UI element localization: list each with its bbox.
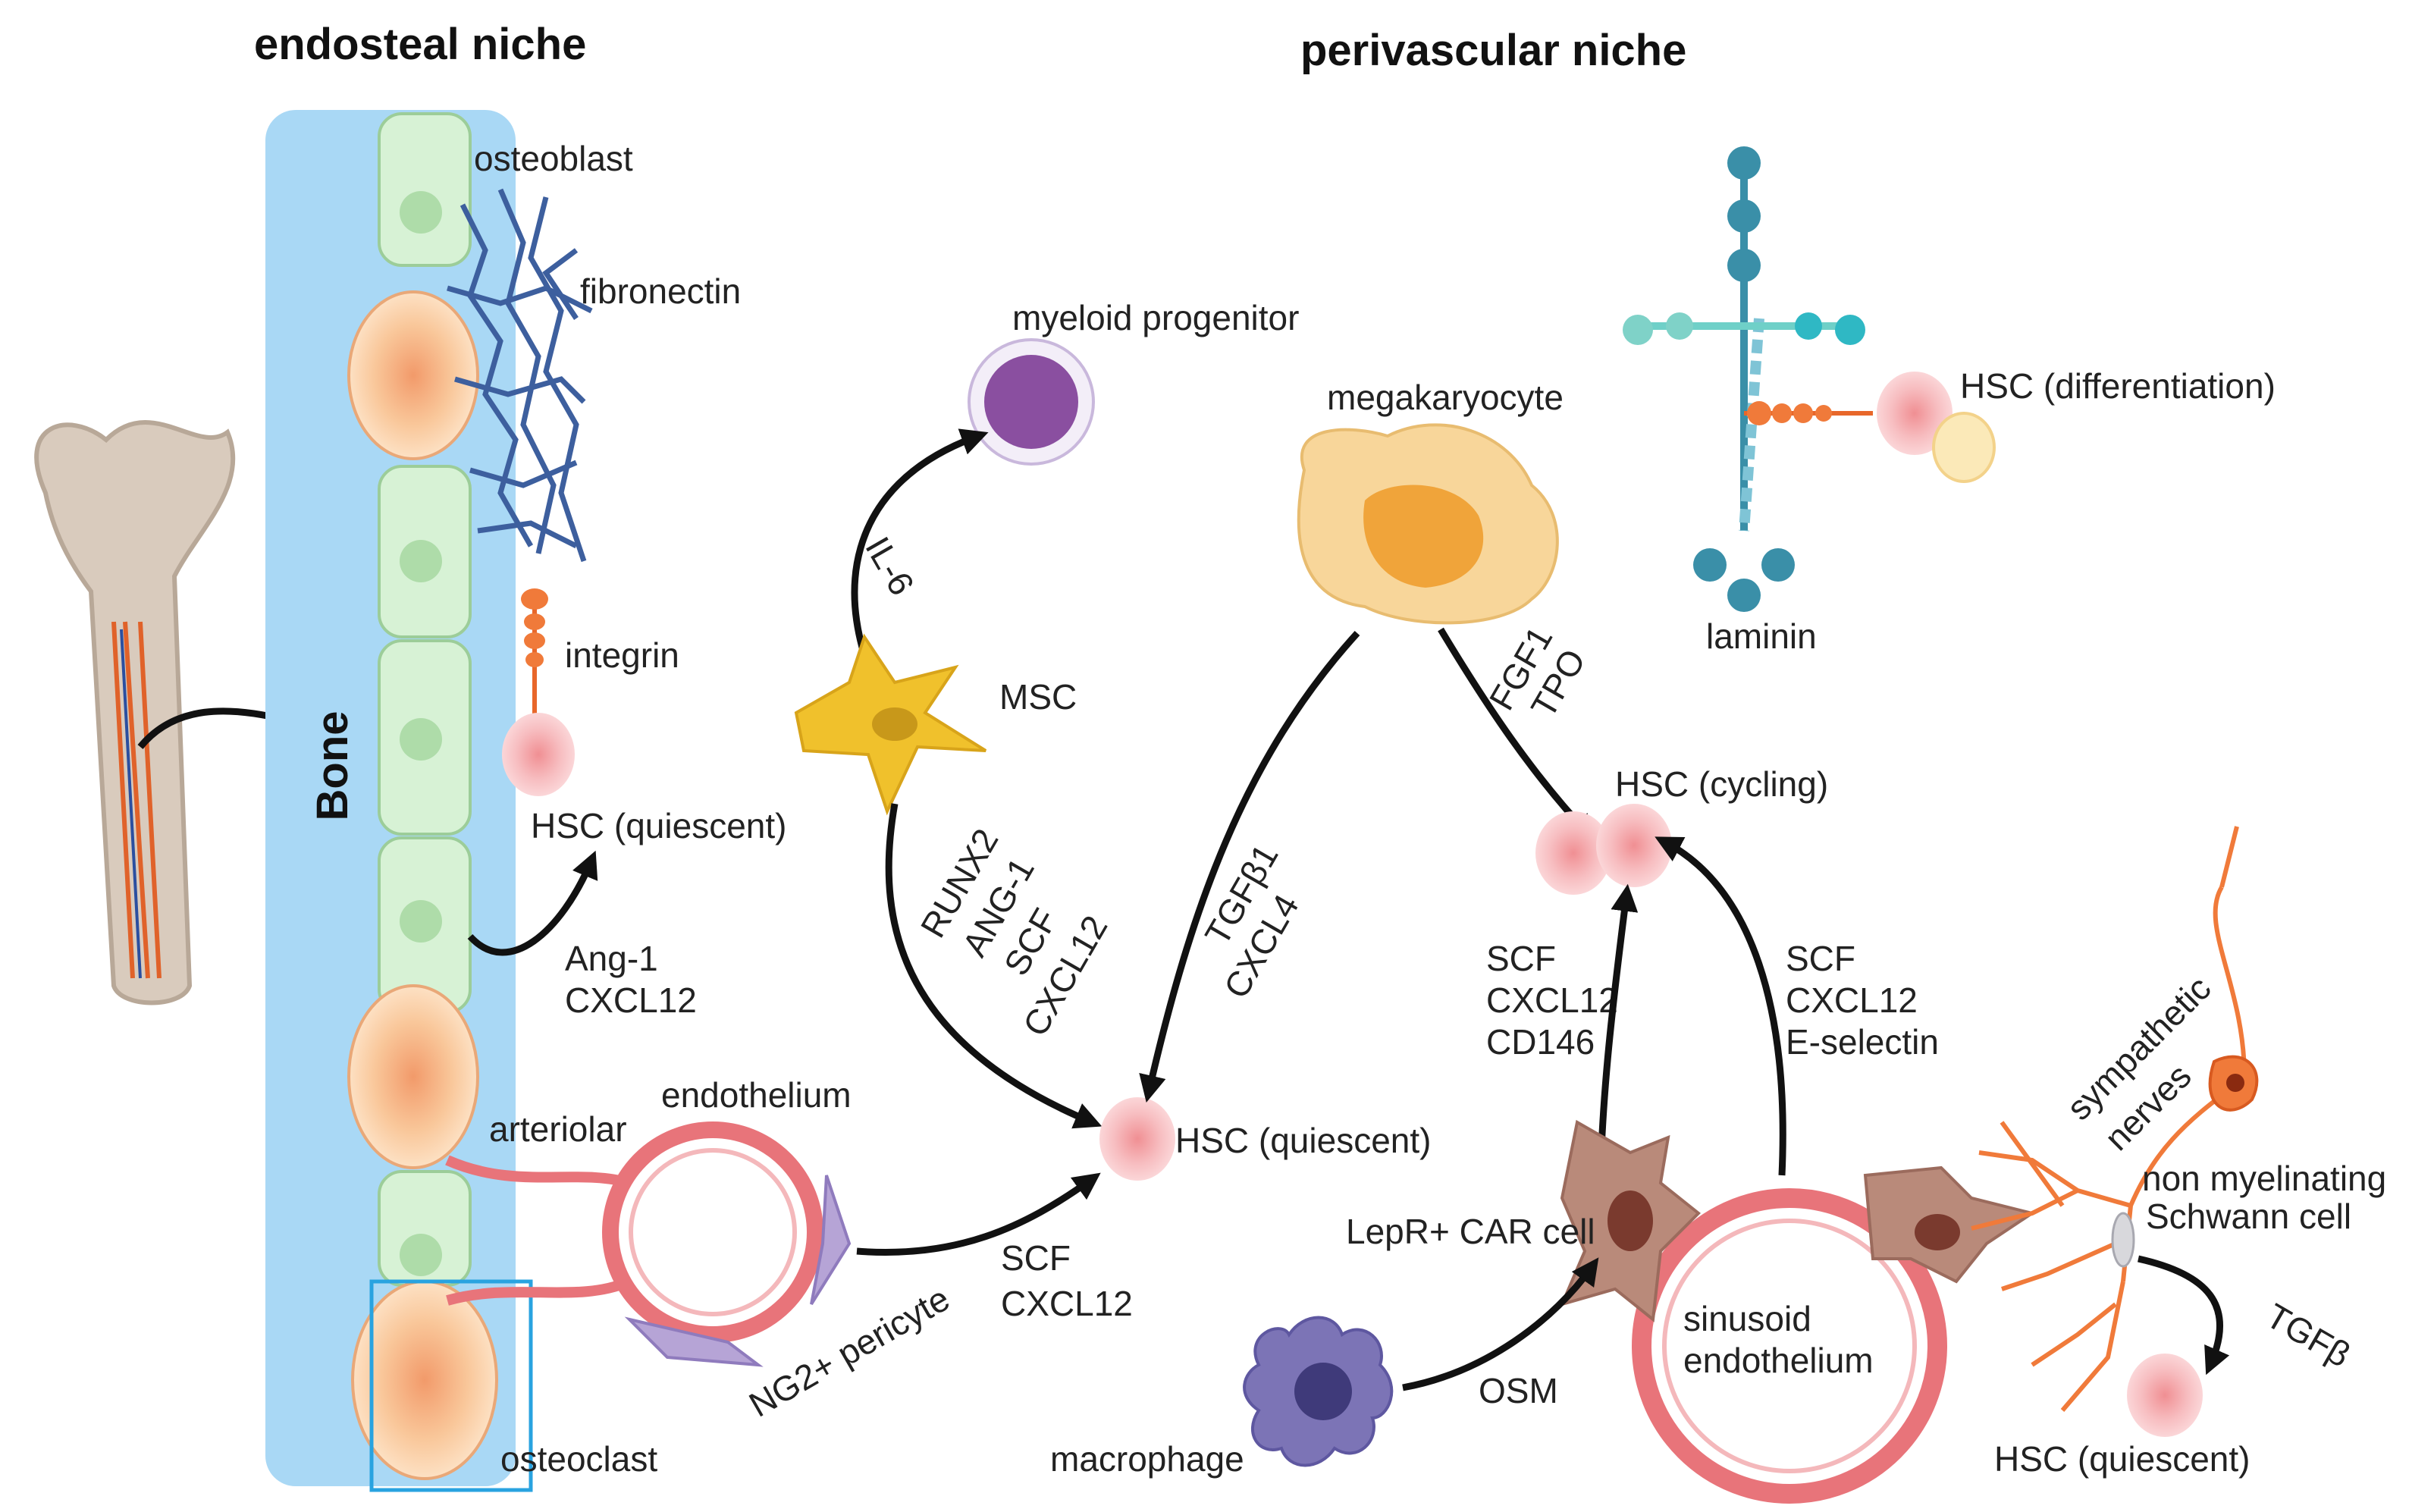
- megakaryocyte-nucleus: [1363, 485, 1484, 588]
- ang1-arrow: [467, 850, 598, 956]
- cxcl12-label-4: CXCL12: [1486, 980, 1618, 1020]
- sinusoid-endothelium-label: endothelium: [1683, 1341, 1874, 1380]
- hsc-quiescent-label-3: HSC (quiescent): [1994, 1439, 2250, 1479]
- macrophage-nucleus: [1294, 1363, 1352, 1420]
- arteriole-vessel: [445, 1121, 823, 1343]
- cxcl12-label-3: CXCL12: [1001, 1284, 1133, 1323]
- arteriolar-label: arteriolar: [489, 1109, 627, 1149]
- lepr-car-label: LepR+ CAR cell: [1346, 1212, 1595, 1251]
- hsc-differentiation-cell: [1877, 372, 1953, 455]
- bone-label: Bone: [308, 711, 357, 821]
- osteoclast-cell: [347, 290, 498, 1480]
- hsc-quiescent-label-2: HSC (quiescent): [1175, 1121, 1431, 1160]
- integrin-icon: [521, 588, 548, 717]
- il6-label: IL-6: [858, 530, 922, 602]
- ang1-label-1: Ang-1: [565, 939, 658, 978]
- osteoblast-layer: [378, 112, 472, 1287]
- hsc-cycling-cell-a: [1535, 811, 1611, 895]
- osm-label: OSM: [1479, 1371, 1558, 1410]
- endothelium-label: endothelium: [661, 1075, 852, 1115]
- hsc-differentiation-label: HSC (differentiation): [1960, 366, 2276, 406]
- tgfb-label: TGFβ: [2260, 1296, 2357, 1375]
- laminin-molecule: [1623, 146, 1873, 612]
- integrin-label: integrin: [565, 635, 679, 675]
- osteoblast-label: osteoblast: [474, 139, 633, 178]
- macrophage-label: macrophage: [1050, 1439, 1244, 1479]
- megakaryocyte-label: megakaryocyte: [1327, 378, 1564, 417]
- pericyte-to-hsc-arrow: [856, 1172, 1101, 1256]
- femur-icon: [34, 420, 236, 1005]
- hsc-cycling-label: HSC (cycling): [1615, 764, 1828, 804]
- myeloid-progenitor-cell: [984, 355, 1078, 449]
- fibronectin-mesh: [447, 188, 593, 563]
- non-myelinating-label: non myelinating: [2142, 1159, 2386, 1198]
- hsc-quiescent-cell-3: [2127, 1354, 2203, 1437]
- ng2-pericyte-label: NG2+ pericyte: [742, 1278, 956, 1425]
- heading-perivascular: perivascular niche: [1300, 26, 1686, 75]
- msc-to-hsc-arrow: [885, 803, 1103, 1129]
- cd146-label: CD146: [1486, 1022, 1595, 1062]
- myeloid-progenitor-label: myeloid progenitor: [1012, 298, 1299, 337]
- lepr-car-nucleus-2: [1915, 1214, 1960, 1250]
- sinusoid-vessel: [1632, 1188, 1947, 1504]
- scf-label-4: SCF: [1486, 939, 1556, 978]
- eselectin-label: E-selectin: [1786, 1022, 1939, 1062]
- osteoclast-label: osteoclast: [500, 1439, 657, 1479]
- hsc-quiescent-cell-1: [502, 713, 575, 796]
- heading-endosteal: endosteal niche: [254, 20, 586, 69]
- cxcl12-label-1: CXCL12: [565, 980, 697, 1020]
- laminin-label: laminin: [1706, 616, 1817, 656]
- neuron-nucleus: [2226, 1074, 2244, 1092]
- schwann-cell-label: Schwann cell: [2146, 1197, 2351, 1236]
- megakaryocyte-to-cycling-arrow: [1438, 627, 1596, 842]
- fibronectin-label: fibronectin: [580, 271, 741, 311]
- scf-label-5: SCF: [1786, 939, 1855, 978]
- sinusoid-to-cycling-arrow: [1655, 836, 1786, 1176]
- msc-nucleus: [872, 707, 917, 741]
- ng2-pericyte-cell: [624, 1175, 852, 1367]
- hsc-cycling-cell-b: [1596, 804, 1672, 887]
- scf-label-3: SCF: [1001, 1238, 1071, 1278]
- hsc-quiescent-cell-2: [1099, 1097, 1175, 1181]
- highlight-box: [369, 1279, 533, 1492]
- macrophage-to-car-arrow: [1402, 1257, 1599, 1391]
- sinusoid-label: sinusoid: [1683, 1299, 1811, 1338]
- megakaryocyte-to-hsc-arrow: [1139, 630, 1360, 1103]
- lepr-car-nucleus: [1608, 1190, 1653, 1251]
- cxcl12-label-5: CXCL12: [1786, 980, 1918, 1020]
- hsc-quiescent-label-1: HSC (quiescent): [531, 806, 786, 845]
- differentiated-cell: [1932, 412, 1996, 483]
- msc-label: MSC: [999, 677, 1077, 717]
- schwann-to-hsc-arrow: [2138, 1255, 2230, 1376]
- schwann-cell: [2111, 1212, 2135, 1268]
